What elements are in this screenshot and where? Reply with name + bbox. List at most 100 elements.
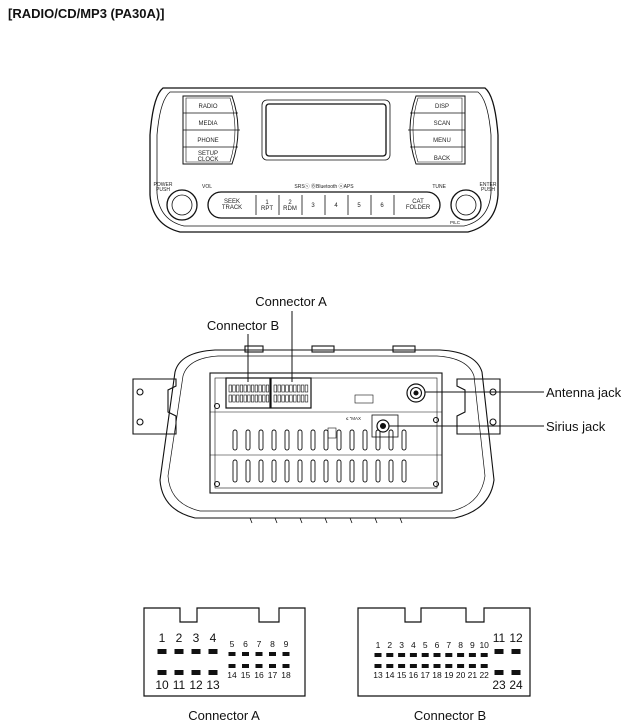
connector-a-pin-15 bbox=[242, 664, 249, 668]
connector-a-pin-4-label: 4 bbox=[210, 631, 217, 645]
socket-pin bbox=[254, 384, 258, 393]
seek-line-1: SEEK bbox=[224, 199, 240, 205]
connector-b-pin-4 bbox=[409, 653, 417, 657]
socket-pin bbox=[239, 394, 244, 403]
connector-a-pin-1 bbox=[157, 649, 167, 654]
connector-b-pin-5-label: 5 bbox=[423, 640, 428, 650]
socket-pin bbox=[251, 384, 255, 393]
vent-slot bbox=[323, 459, 329, 483]
connector-b-pin-11 bbox=[494, 649, 504, 654]
connector-a-pin-6-label: 6 bbox=[243, 639, 248, 649]
connector-a-pin-3-label: 3 bbox=[193, 631, 200, 645]
connector-a-pin-18 bbox=[282, 664, 290, 668]
cat-line-2: FOLDER bbox=[406, 205, 431, 211]
connector-b-pin-15-label: 15 bbox=[397, 670, 407, 680]
rear-view bbox=[132, 311, 544, 524]
vent-slot bbox=[258, 459, 264, 483]
phone-button-label[interactable]: PHONE bbox=[197, 138, 218, 144]
socket-pin bbox=[285, 394, 289, 403]
setup-line-2: CLOCK bbox=[198, 157, 219, 163]
connector-b-pin-3-label: 3 bbox=[399, 640, 404, 650]
vent-slot bbox=[232, 459, 238, 483]
connector-b-pin-6 bbox=[433, 653, 441, 657]
connector-b-pin-6-label: 6 bbox=[435, 640, 440, 650]
vent-slot bbox=[297, 429, 303, 451]
preset-5-label[interactable]: 5 bbox=[357, 203, 361, 209]
connector-b-pin-19 bbox=[445, 664, 453, 668]
socket-pin bbox=[265, 384, 270, 393]
socket-pin bbox=[262, 384, 266, 393]
connector-a-pin-14 bbox=[228, 664, 236, 668]
connector-b-pin-10 bbox=[480, 653, 488, 657]
socket-pin bbox=[228, 394, 232, 403]
socket-pin bbox=[293, 384, 297, 393]
disp-button-label[interactable]: DISP bbox=[435, 104, 449, 110]
connector-b-pin-23 bbox=[494, 670, 504, 675]
radio-button-label[interactable]: RADIO bbox=[198, 104, 217, 110]
connector-b-pin-12-label: 12 bbox=[509, 631, 523, 645]
connector-a-pin-4 bbox=[208, 649, 218, 654]
tune-knob[interactable] bbox=[450, 189, 482, 221]
preset-3-label[interactable]: 3 bbox=[311, 203, 315, 209]
page-title: [RADIO/CD/MP3 (PA30A)] bbox=[8, 6, 165, 21]
socket-pin bbox=[281, 394, 285, 403]
connector-b-pin-4-label: 4 bbox=[411, 640, 416, 650]
vent-slot bbox=[323, 429, 329, 451]
vent-slot bbox=[284, 459, 290, 483]
connector-a-pin-7-label: 7 bbox=[257, 639, 262, 649]
socket-pin bbox=[258, 394, 262, 403]
socket-pins bbox=[228, 384, 309, 403]
seek-line-2: TRACK bbox=[222, 205, 242, 211]
connector-a-pin-16 bbox=[255, 664, 263, 668]
socket-pin bbox=[251, 394, 255, 403]
connector-a-pin-17 bbox=[269, 664, 276, 668]
connector-b-pin-1-label: 1 bbox=[376, 640, 381, 650]
socket-pin bbox=[289, 394, 293, 403]
socket-pin bbox=[304, 384, 309, 393]
rear-view-labels: ≤ “MAX Connector A Connector B Antenna j… bbox=[207, 294, 622, 434]
back-button-label[interactable]: BACK bbox=[434, 156, 450, 162]
preset-4-label[interactable]: 4 bbox=[334, 203, 338, 209]
menu-button-label[interactable]: MENU bbox=[433, 138, 451, 144]
connector-b-pin-1 bbox=[374, 653, 382, 657]
connector-b-pin-22-label: 22 bbox=[479, 670, 489, 680]
vent-slot bbox=[245, 459, 251, 483]
connector-b-pin-11-label: 11 bbox=[493, 631, 506, 645]
connector-b-pin-21-label: 21 bbox=[468, 670, 478, 680]
callout-connector-b: Connector B bbox=[207, 318, 279, 333]
connector-a-pin-11 bbox=[174, 670, 184, 675]
connector-a-pin-18-label: 18 bbox=[281, 670, 291, 680]
socket-pin bbox=[297, 394, 301, 403]
pilc-label: PILC bbox=[450, 220, 461, 225]
connector-a-pin-9 bbox=[282, 652, 290, 656]
connector-b-pin-5 bbox=[421, 653, 429, 657]
jack-markings: ≤ “MAX bbox=[346, 416, 361, 421]
socket-pin bbox=[258, 384, 262, 393]
setup-line-1: SETUP bbox=[198, 151, 218, 157]
vent-slot bbox=[310, 429, 316, 451]
media-button-label[interactable]: MEDIA bbox=[198, 121, 217, 127]
connector-b-pin-8 bbox=[457, 653, 465, 657]
connector-b-pin-12 bbox=[511, 649, 521, 654]
scan-button-label[interactable]: SCAN bbox=[434, 121, 451, 127]
preset-6-label[interactable]: 6 bbox=[380, 203, 384, 209]
connector-a-pin-11-label: 11 bbox=[173, 678, 186, 692]
connector-a-pin-14-label: 14 bbox=[227, 670, 237, 680]
vent-slot bbox=[388, 459, 394, 483]
connector-a-pin-1-label: 1 bbox=[159, 631, 166, 645]
vent-slot bbox=[232, 429, 238, 451]
connector-b-pin-9-label: 9 bbox=[470, 640, 475, 650]
tune-label: TUNE bbox=[432, 184, 446, 190]
volume-knob[interactable] bbox=[166, 189, 198, 221]
connector-b-pin-8-label: 8 bbox=[458, 640, 463, 650]
connector-b-pin-15 bbox=[398, 664, 406, 668]
connector-b-pin-24-label: 24 bbox=[509, 678, 523, 692]
vent-slot bbox=[362, 459, 368, 483]
